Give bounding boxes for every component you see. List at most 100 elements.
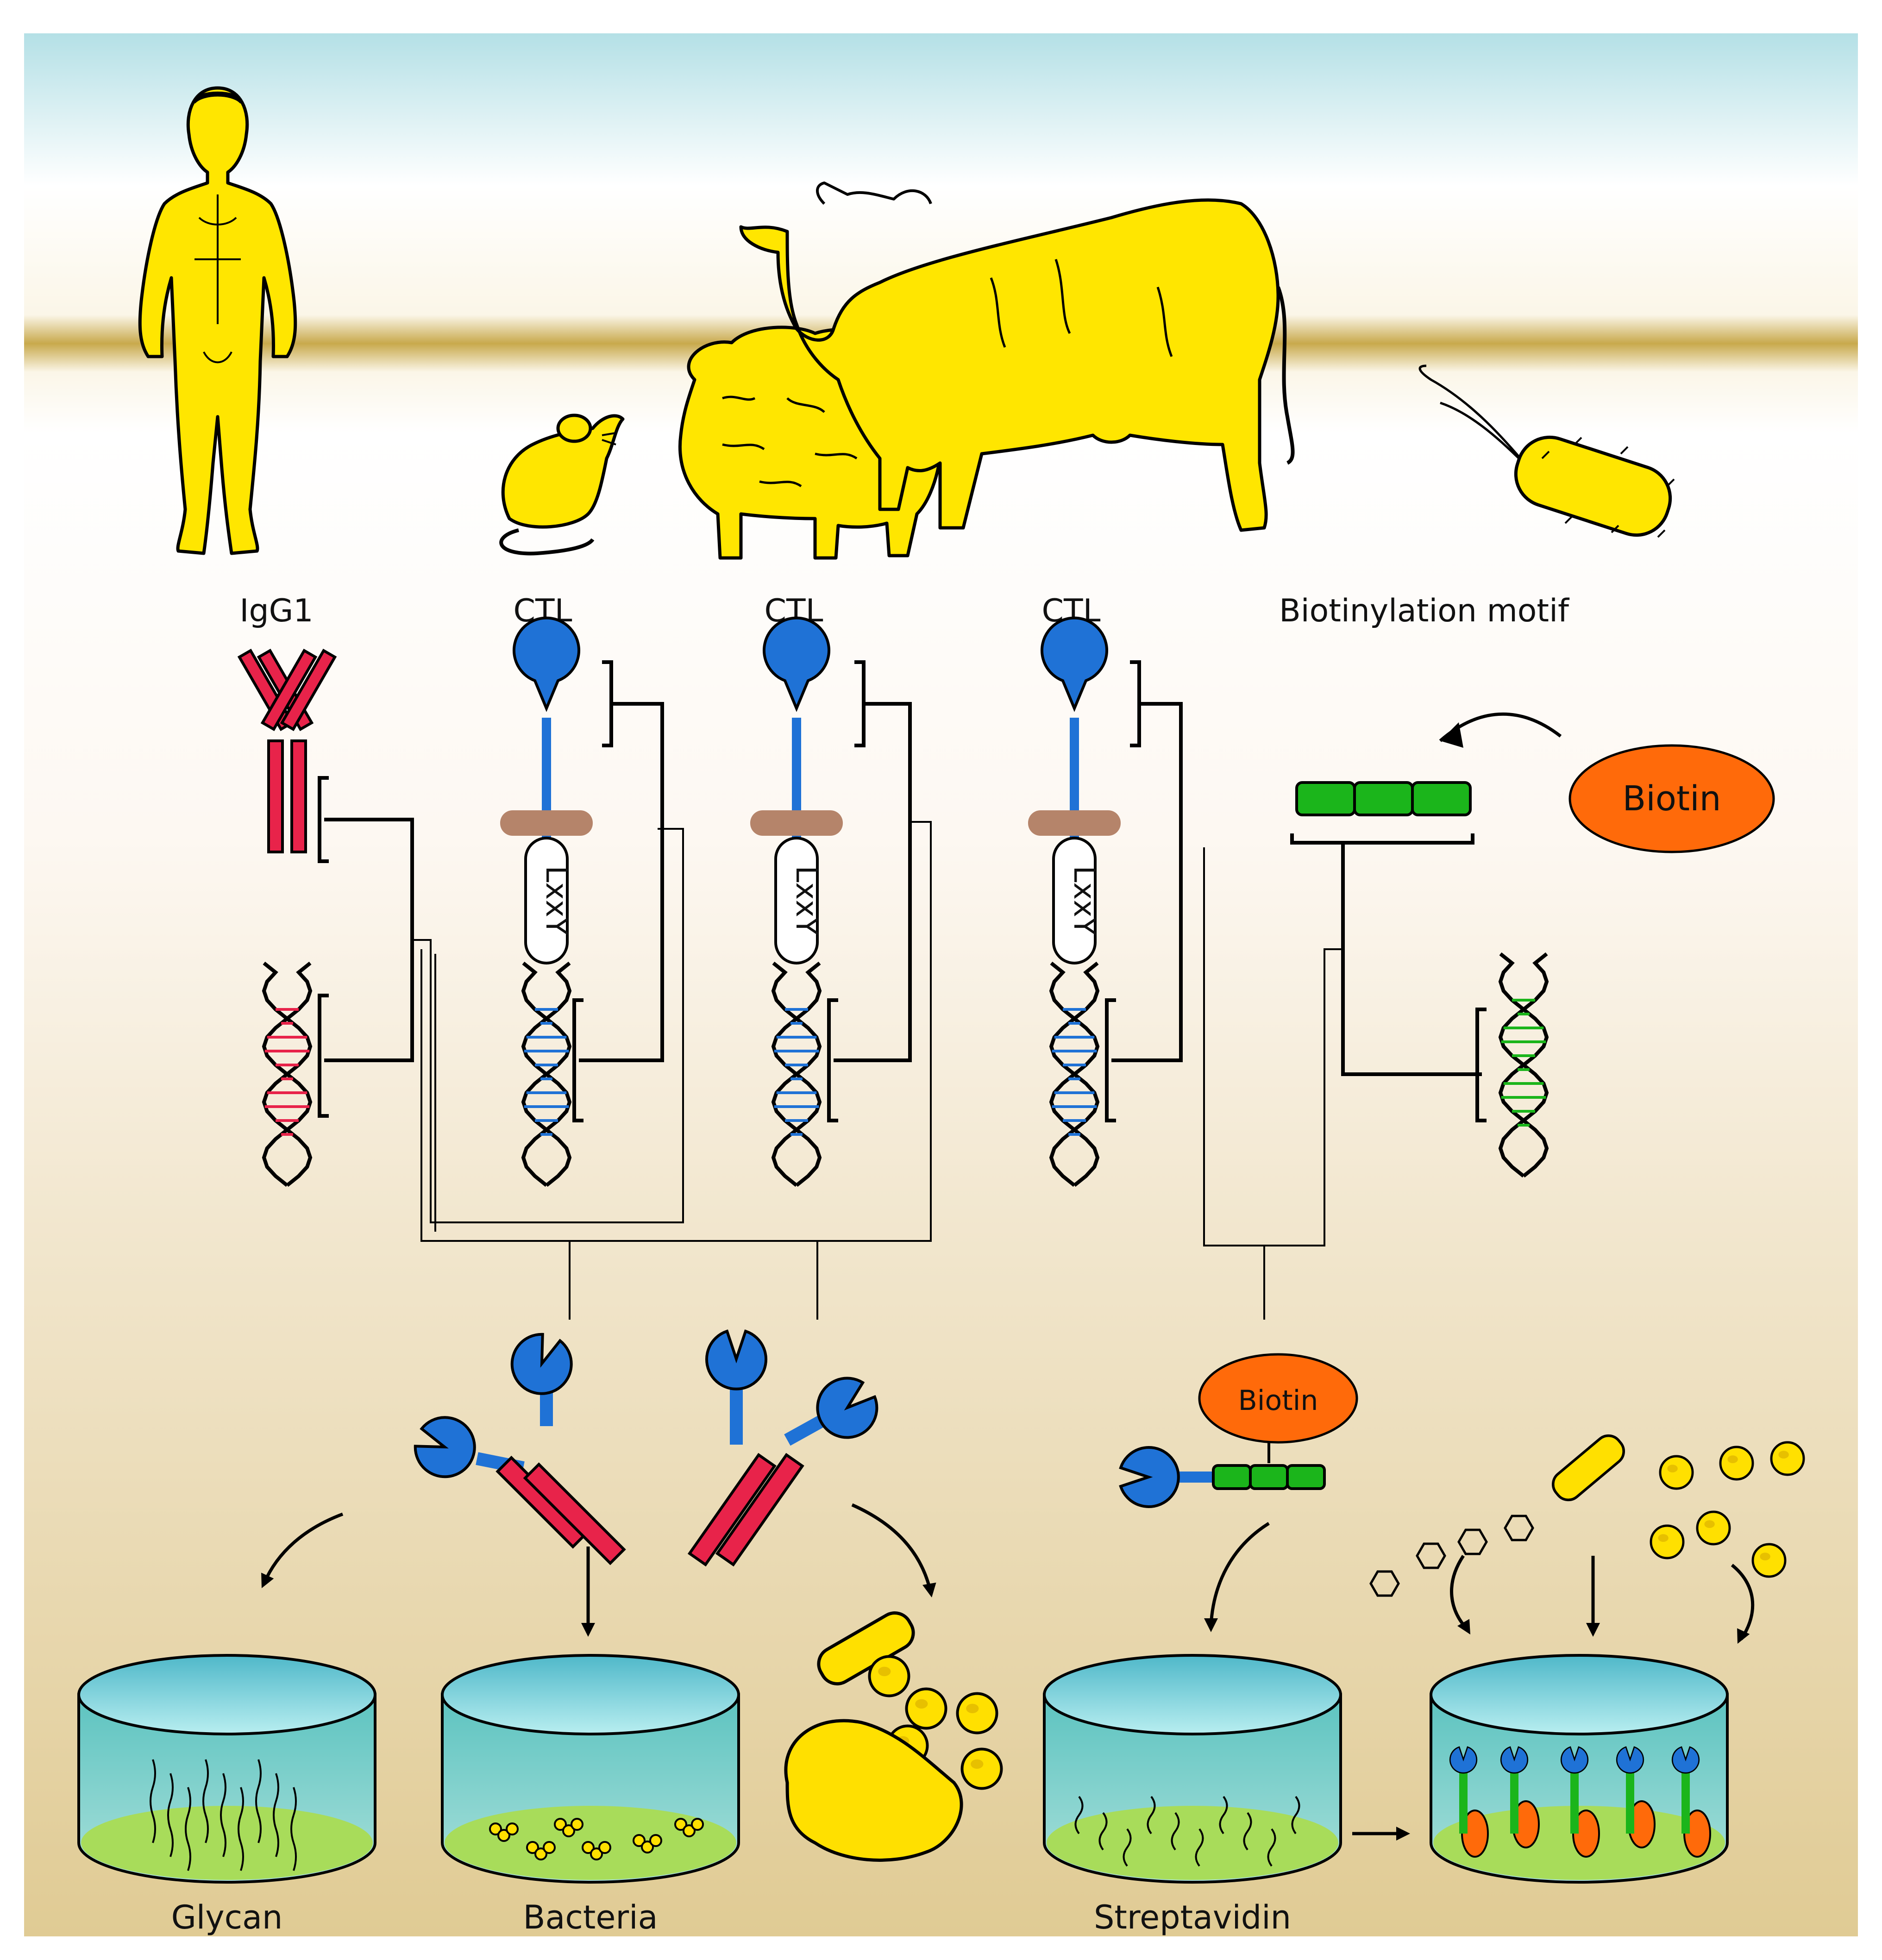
plate-rim — [1043, 1654, 1342, 1735]
free-yeast — [1771, 1442, 1804, 1475]
bacteria-colony — [649, 1834, 662, 1847]
mouse-ear — [556, 413, 592, 443]
bacteria-colony — [683, 1824, 696, 1837]
human-figure — [138, 86, 297, 555]
plate-floor — [1047, 1806, 1338, 1880]
free-yeast — [870, 1657, 909, 1696]
biotin-ellipse — [1568, 744, 1775, 853]
arrowhead — [261, 1572, 274, 1588]
flow-arrow — [1731, 1564, 1755, 1640]
bacteria-colony — [590, 1847, 603, 1860]
bacterium-pilus — [1620, 446, 1629, 455]
bacterium-pilus — [1657, 529, 1666, 538]
bacterium-pilus — [1574, 437, 1582, 445]
bacterium-pilus — [1541, 451, 1550, 459]
biotinylation-motif — [1295, 781, 1472, 816]
bacteria-colony — [534, 1847, 547, 1860]
antibody-heavy-chain — [267, 739, 284, 853]
bacterium-figure — [1418, 364, 1675, 538]
motif-segment — [1295, 781, 1356, 816]
cow-horns — [816, 182, 932, 205]
membrane-band — [750, 810, 843, 836]
glycan-chain — [290, 1787, 297, 1871]
motif-segment — [1353, 781, 1414, 816]
bacterium-flagella — [1418, 364, 1529, 469]
connector-thick — [1111, 702, 1183, 1062]
dna-strand — [1498, 952, 1549, 1178]
glycan-chain — [220, 1773, 226, 1857]
streptavidin-strand — [1291, 1796, 1300, 1835]
bacteria-colony — [598, 1841, 611, 1854]
flow-arrow — [1209, 1522, 1270, 1626]
antibody — [237, 648, 337, 853]
biotin-label: Biotin — [1238, 1384, 1318, 1417]
bacteria-colony — [641, 1841, 654, 1854]
cow-body — [739, 198, 1280, 532]
cow-tail — [1276, 286, 1295, 465]
connector-thin — [412, 828, 684, 1223]
glycan-chain — [273, 1773, 279, 1857]
bacteria-colony — [554, 1818, 567, 1831]
dna-helix — [1498, 952, 1549, 1178]
free-glycan-ring — [1504, 1515, 1534, 1541]
lxxy-capsule — [524, 837, 569, 964]
mouse-figure — [499, 413, 625, 556]
bracket — [1105, 998, 1116, 1122]
motif-segment — [1411, 781, 1472, 816]
bacteria-colony — [562, 1824, 575, 1837]
free-yeast — [1753, 1544, 1785, 1577]
flow-arrow — [262, 1512, 344, 1584]
bacteria-colony — [674, 1818, 687, 1831]
ctl-head — [763, 616, 830, 712]
flow-arrow — [851, 1503, 933, 1593]
dna-helix — [771, 961, 822, 1187]
bacteria-colony — [571, 1818, 583, 1831]
free-yeast — [907, 1689, 946, 1728]
streptavidin-plate — [1043, 1654, 1342, 1884]
free-glycan-ring — [1457, 1528, 1488, 1555]
ctl-receptor: LxxY — [750, 616, 843, 964]
plate-floor — [81, 1806, 373, 1880]
free-yeast — [1697, 1512, 1730, 1544]
glycan-chain — [255, 1759, 262, 1843]
bound-plate — [1430, 1654, 1729, 1884]
connector-tree — [318, 660, 1487, 1320]
dna-strand — [1049, 961, 1100, 1187]
ctl-receptor: LxxY — [500, 616, 593, 964]
bacterium-pilus — [1666, 478, 1675, 487]
glycan-plate — [77, 1654, 376, 1884]
bacteria-colony — [497, 1829, 510, 1842]
dna-helix — [1049, 961, 1100, 1187]
bracket — [1290, 833, 1474, 845]
mouse-whiskers — [602, 432, 616, 445]
antibody-arm — [260, 648, 318, 732]
mouse-body — [501, 414, 625, 529]
bacteria-plate — [441, 1654, 740, 1884]
glycan-chain — [238, 1787, 244, 1871]
cow-figure — [739, 182, 1295, 532]
plate-label: Glycan — [171, 1898, 283, 1936]
human-body-lines — [194, 194, 241, 363]
yeast-cluster — [784, 1719, 963, 1862]
connector-thin — [420, 821, 932, 1242]
free-yeast — [1720, 1447, 1753, 1479]
bracket — [572, 998, 583, 1122]
streptavidin-strand — [1267, 1828, 1276, 1867]
streptavidin-strand — [1195, 1828, 1204, 1867]
bracket — [318, 776, 329, 863]
streptavidin-strand — [1098, 1812, 1108, 1851]
bracket — [1475, 1008, 1487, 1122]
lxxy-capsule — [774, 837, 819, 964]
membrane-band — [1028, 810, 1121, 836]
biotin-label: Biotin — [1622, 779, 1721, 819]
streptavidin-strand — [1219, 1796, 1228, 1835]
bacterium-pilus — [1611, 525, 1619, 533]
fusion-chain — [687, 1453, 777, 1567]
plate-rim — [1430, 1654, 1729, 1735]
human-hair — [193, 91, 243, 104]
biotin-ellipse — [1198, 1353, 1358, 1444]
connector-thick — [834, 702, 912, 1062]
